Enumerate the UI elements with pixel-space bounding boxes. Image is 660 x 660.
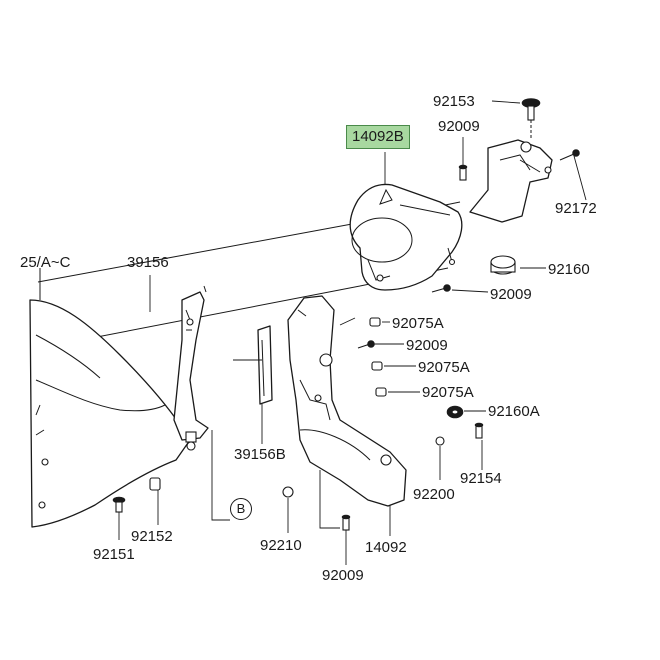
bolt-92009-bottom-icon xyxy=(341,514,351,531)
clip-92075A-2-icon xyxy=(371,361,383,371)
label-92075A-3: 92075A xyxy=(422,384,474,401)
collar-92152-icon xyxy=(149,477,161,491)
clip-92075A-1-icon xyxy=(369,317,381,327)
washer-92200-icon xyxy=(435,436,445,446)
collar-92210-icon xyxy=(282,486,294,498)
grommet-92160A-icon xyxy=(446,405,464,419)
bolt-92172-icon xyxy=(559,149,587,201)
grommet-92160-icon xyxy=(490,255,516,275)
label-14092B-highlighted[interactable]: 14092B xyxy=(346,125,410,149)
reference-circle-b[interactable]: B xyxy=(230,498,252,520)
lower-cover-14092 xyxy=(287,295,407,507)
label-92160: 92160 xyxy=(548,261,590,278)
label-92151: 92151 xyxy=(93,546,135,563)
bolt-92009-top-icon xyxy=(458,164,468,181)
label-14092: 14092 xyxy=(365,539,407,556)
label-92153: 92153 xyxy=(433,93,475,110)
label-92154: 92154 xyxy=(460,470,502,487)
main-fairing-panel xyxy=(29,268,191,528)
bolt-92009-lower-icon xyxy=(357,340,375,349)
label-92172: 92172 xyxy=(555,200,597,217)
label-92009-mid: 92009 xyxy=(490,286,532,303)
label-92075A-2: 92075A xyxy=(418,359,470,376)
label-92200: 92200 xyxy=(413,486,455,503)
bolt-92151-icon xyxy=(112,496,126,513)
label-39156B: 39156B xyxy=(234,446,286,463)
stay-bar-39156B xyxy=(257,325,273,405)
stay-bracket-39156 xyxy=(173,285,209,451)
label-92009-top: 92009 xyxy=(438,118,480,135)
bolt-92009-mid-icon xyxy=(431,284,451,293)
label-92160A: 92160A xyxy=(488,403,540,420)
bolt-92154-icon xyxy=(474,422,484,439)
screw-92153-icon xyxy=(521,98,541,138)
label-92210: 92210 xyxy=(260,537,302,554)
leader-lines xyxy=(118,100,546,565)
label-92009-bottom: 92009 xyxy=(322,567,364,584)
inner-cover-14092B xyxy=(349,183,463,291)
label-25-A-C: 25/A~C xyxy=(20,254,71,271)
label-39156: 39156 xyxy=(127,254,169,271)
clip-92075A-3-icon xyxy=(375,387,387,397)
upper-right-bracket xyxy=(469,139,553,223)
label-92075A-1: 92075A xyxy=(392,315,444,332)
label-92009-lower: 92009 xyxy=(406,337,448,354)
label-92152: 92152 xyxy=(131,528,173,545)
